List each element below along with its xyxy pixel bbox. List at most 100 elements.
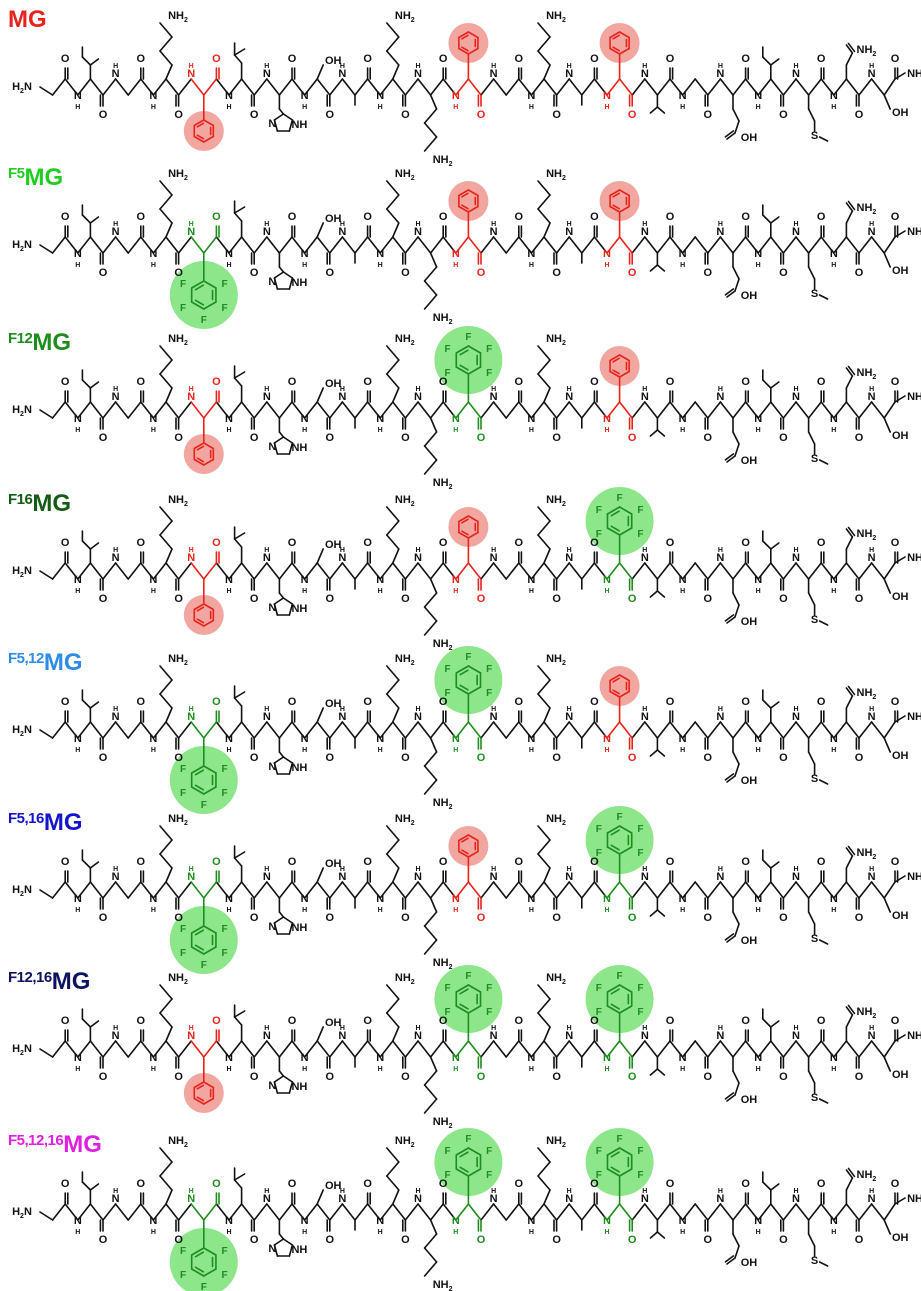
carbonyl-o-label: O [250,267,259,279]
backbone-bond [807,401,823,419]
backbone-bond [39,1211,54,1221]
aromatic-ring [618,984,633,993]
amide-h-label: H [756,427,761,434]
amide-h-label: H [604,588,609,595]
side-chain [761,379,772,389]
carbonyl-o-label: O [855,912,864,924]
amide-n-label: N [716,711,724,723]
peptide-row-f1216mg: F12,16MGH2NNH2ONHONHONHONHONHONHONHONHON… [0,962,921,1130]
side-chain [316,64,325,80]
side-chain [81,540,92,550]
amide-n-label: N [565,552,573,564]
bonds: H2NNH2ONHONHONHONHONHONHONHONHONHONHONHO… [12,10,921,168]
amide-n-label: N [376,413,384,425]
backbone-bond [64,562,79,580]
side-chain [761,859,772,869]
aromatic-ring [196,445,205,451]
carbonyl-o-label: O [363,856,372,868]
c-terminus-label: NH2 [907,552,921,566]
backbone-bond [807,236,823,254]
amide-h-label: H [491,866,496,873]
amide-n-label: N [338,1193,346,1205]
side-chain [165,707,173,723]
backbone-bond [228,1203,243,1221]
aromatic-ring [190,280,205,289]
amide-n-label: N [565,1030,573,1042]
aromatic-ring [609,205,621,213]
backbone-bond [140,78,155,96]
amide-h-label: H [680,104,685,111]
side-chain [732,592,740,606]
backbone-bond [253,78,268,96]
fluorine-label: F [180,279,186,290]
backbone-bond [64,78,79,96]
backbone-bond [140,236,155,254]
n-terminus-label: H2N [12,1206,32,1220]
amide-h-label: H [113,866,118,873]
amide-h-label: H [869,1025,874,1032]
backbone-bond [228,881,243,899]
carbonyl-o-label: O [704,752,713,764]
pentafluorophenyl-highlight [169,261,238,329]
title-name: MG [43,649,83,676]
aromatic-ring [618,846,633,855]
amide-h-label: H [378,907,383,914]
backbone-bond [757,721,772,739]
amide-n-label: N [301,413,309,425]
amide-h-label: H [756,588,761,595]
amide-n-label: N [754,413,762,425]
amide-h-label: H [831,588,836,595]
c-terminus-label: NH2 [907,1193,921,1207]
backbone-bond [706,881,722,899]
side-chain [429,94,438,110]
backbone-bond [757,1203,772,1221]
aromatic-ring [203,119,215,127]
backbone-bond [681,562,697,580]
backbone-bond [442,236,457,254]
amide-h-label: H [529,747,534,754]
side-chain [391,222,400,238]
backbone-bond [89,236,104,254]
backbone-bond [681,401,697,419]
side-chain [233,532,246,540]
aromatic-ring [203,1097,215,1105]
backbone-bond [618,721,634,739]
fluorine-label: F [201,800,207,811]
aromatic-ring [459,1003,469,1010]
backbone-bond [845,881,860,899]
amide-n-label: N [716,226,724,238]
side-chain [233,377,243,387]
amide-h-label: H [793,386,798,393]
side-chain [883,94,892,110]
aromatic-ring [458,47,470,55]
side-chain [423,1233,438,1249]
side-chain [732,911,740,925]
aromatic-ring [467,515,479,523]
side-chain [385,520,400,536]
backbone-bond [190,562,205,580]
lysine-amine-label: NH2 [168,333,188,347]
backbone-bond [832,1040,848,1058]
backbone-bond [795,78,810,96]
backbone-bond [795,562,810,580]
side-chain [385,359,400,375]
amide-h-label: H [189,221,194,228]
side-chain [385,679,400,695]
carbonyl-o-label: O [401,1234,410,1246]
amide-n-label: N [679,1215,687,1227]
fluorine-label: F [596,824,602,835]
serine-oh-label: OH [892,1232,909,1244]
carbonyl-o-label: O [401,432,410,444]
amide-h-label: H [831,1229,836,1236]
backbone-bond [894,395,906,403]
amide-h-label: H [756,1066,761,1073]
backbone-bond [265,562,281,580]
side-chain [761,699,772,709]
carbonyl-o-label: O [891,1015,900,1027]
amide-h-label: H [264,706,269,713]
imidazole-ring [282,597,294,605]
amide-n-label: N [716,68,724,80]
side-chain [165,387,173,403]
amide-h-label: H [151,104,156,111]
side-chain [649,106,659,114]
